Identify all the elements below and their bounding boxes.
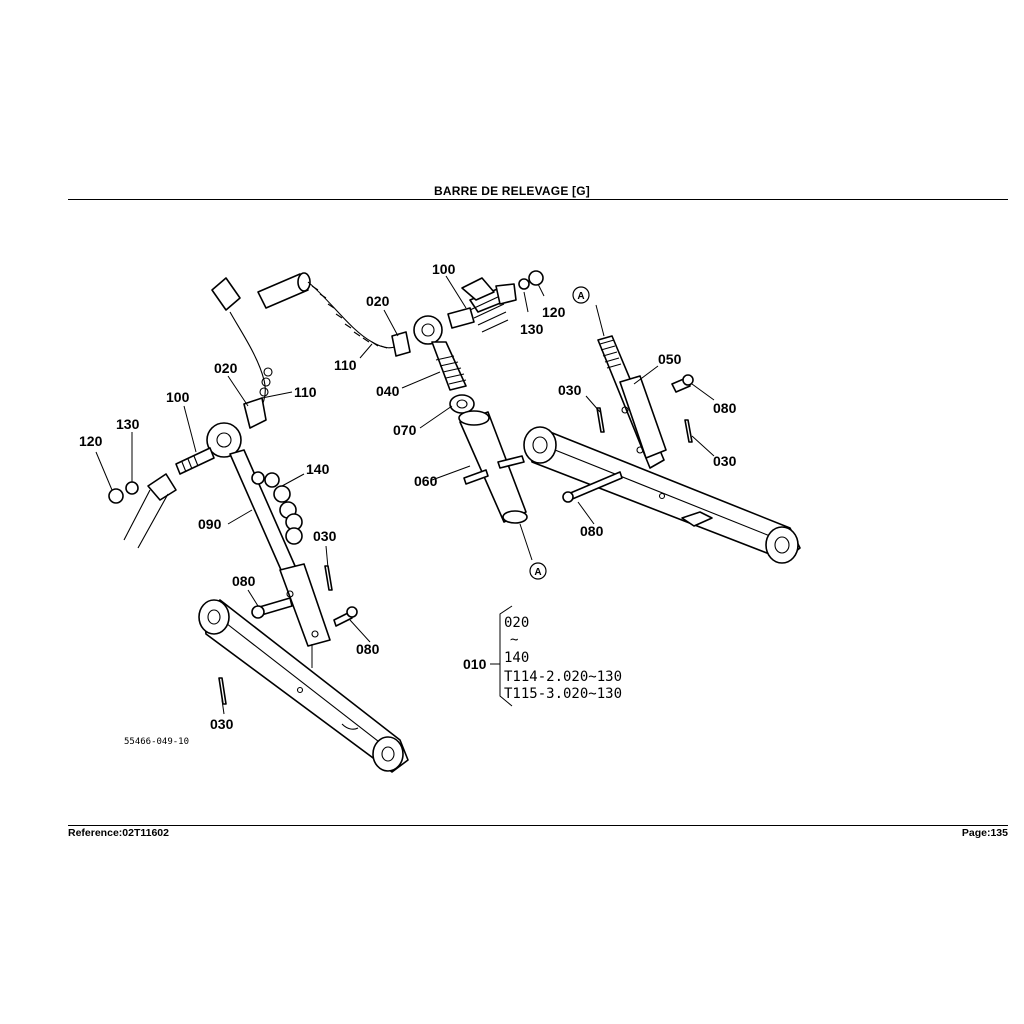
right-lower-link-arm: [523, 426, 801, 564]
callout-030-r1: 030: [558, 382, 582, 398]
callout-070: 070: [393, 422, 417, 438]
callout-110-top: 110: [334, 357, 357, 373]
center-turnbuckle: [413, 277, 533, 561]
callout-130-left: 130: [116, 416, 140, 432]
callout-110-left: 110: [294, 384, 317, 400]
callout-100-left: 100: [166, 389, 190, 405]
left-chain: [211, 277, 303, 545]
left-lower-link-arm: [198, 599, 409, 773]
callout-120-top: 120: [542, 304, 566, 320]
svg-text:T114-2.020~130: T114-2.020~130: [504, 669, 622, 685]
svg-text:020: 020: [504, 615, 529, 631]
callout-080-l1: 080: [232, 573, 256, 589]
svg-text:140: 140: [504, 650, 529, 666]
callout-030-r2: 030: [713, 453, 737, 469]
header-rule: [68, 199, 1008, 200]
callout-090: 090: [198, 516, 222, 532]
callout-020-left: 020: [214, 360, 238, 376]
top-right-nut: [518, 270, 544, 290]
svg-text:~: ~: [510, 632, 518, 648]
page-number: Page:135: [961, 827, 1008, 839]
callout-100-top: 100: [432, 261, 456, 277]
image-code: 55466-049-10: [124, 737, 189, 747]
callout-020-top: 020: [366, 293, 390, 309]
callout-040: 040: [376, 383, 400, 399]
callout-080-r1: 080: [713, 400, 737, 416]
svg-text:A: A: [577, 291, 584, 302]
top-chain: [257, 272, 411, 357]
callout-060: 060: [414, 473, 438, 489]
right-pins: [562, 374, 694, 503]
footer-rule: [68, 825, 1008, 826]
left-upper-rod: [206, 422, 331, 668]
page-title: BARRE DE RELEVAGE [G]: [434, 184, 590, 198]
leader-lines: [95, 275, 715, 715]
callout-050: 050: [658, 351, 682, 367]
svg-text:A: A: [534, 567, 541, 578]
left-pin-bolt: [108, 447, 358, 705]
svg-text:T115-3.020~130: T115-3.020~130: [504, 686, 622, 702]
callout-140: 140: [306, 461, 330, 477]
right-upper-rod: [595, 304, 667, 469]
callout-130-top: 130: [520, 321, 544, 337]
callout-120-left: 120: [79, 433, 103, 449]
marker-a-top: A: [572, 286, 590, 304]
callout-080-l2: 080: [356, 641, 380, 657]
callout-030-l1: 030: [313, 528, 337, 544]
reference-label: Reference:02T11602: [68, 827, 169, 839]
callout-010: 010: [463, 656, 487, 672]
set-note: 020 ~ 140 T114-2.020~130 T115-3.020~130: [499, 605, 622, 707]
marker-a-bottom: A: [529, 562, 547, 580]
callout-030-l2: 030: [210, 716, 234, 732]
callout-080-r2: 080: [580, 523, 604, 539]
